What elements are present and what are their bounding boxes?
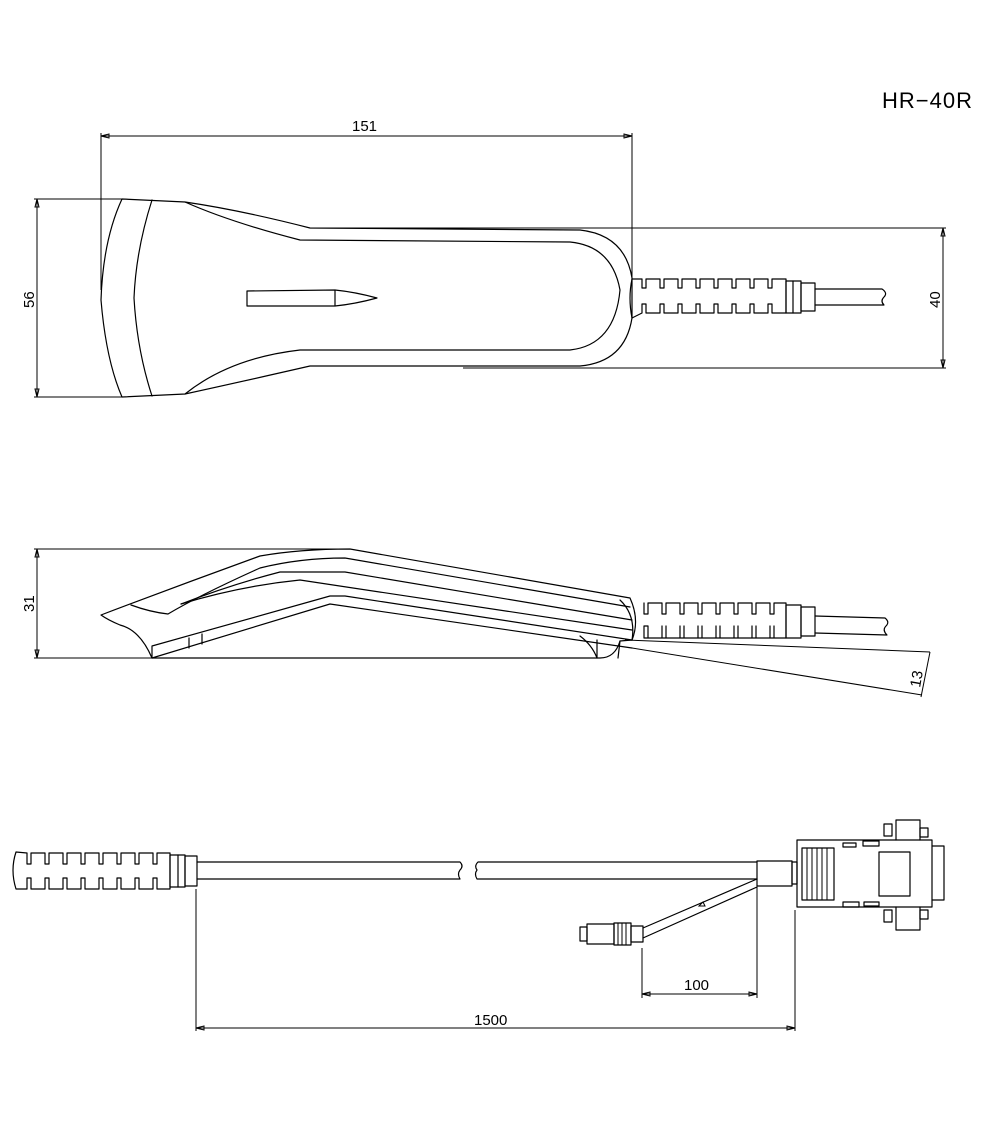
dimension-100: 100: [641, 887, 758, 998]
model-title: HR−40R: [882, 88, 973, 113]
scanner-head-outline: [100, 198, 633, 398]
db9-connector: [796, 819, 945, 931]
dim-label-56: 56: [21, 291, 38, 308]
power-jack: [579, 878, 758, 946]
dimension-13: 13: [624, 639, 931, 698]
dim-label-151: 151: [352, 118, 377, 135]
dimension-1500: 1500: [195, 889, 796, 1031]
strain-relief-boot-side: [619, 599, 889, 641]
dimension-56: 56: [21, 198, 122, 398]
dimension-31: 31: [21, 548, 600, 659]
cable-view: 100 1500: [12, 819, 945, 1031]
trigger: [246, 289, 378, 307]
dim-label-13: 13: [907, 669, 927, 688]
top-view: 151 56 40: [21, 118, 946, 398]
side-view: 31 13: [21, 548, 931, 698]
dimension-151: 151: [100, 118, 633, 290]
dimension-40: 40: [320, 227, 946, 369]
dim-label-40: 40: [927, 291, 944, 308]
dim-label-31: 31: [21, 595, 38, 612]
dim-label-100: 100: [684, 977, 709, 994]
strain-relief-boot-top: [629, 278, 887, 319]
dim-label-1500: 1500: [474, 1012, 507, 1029]
strain-relief-boot: [12, 851, 198, 890]
cable: [196, 861, 758, 880]
connector-grip: [801, 847, 835, 901]
